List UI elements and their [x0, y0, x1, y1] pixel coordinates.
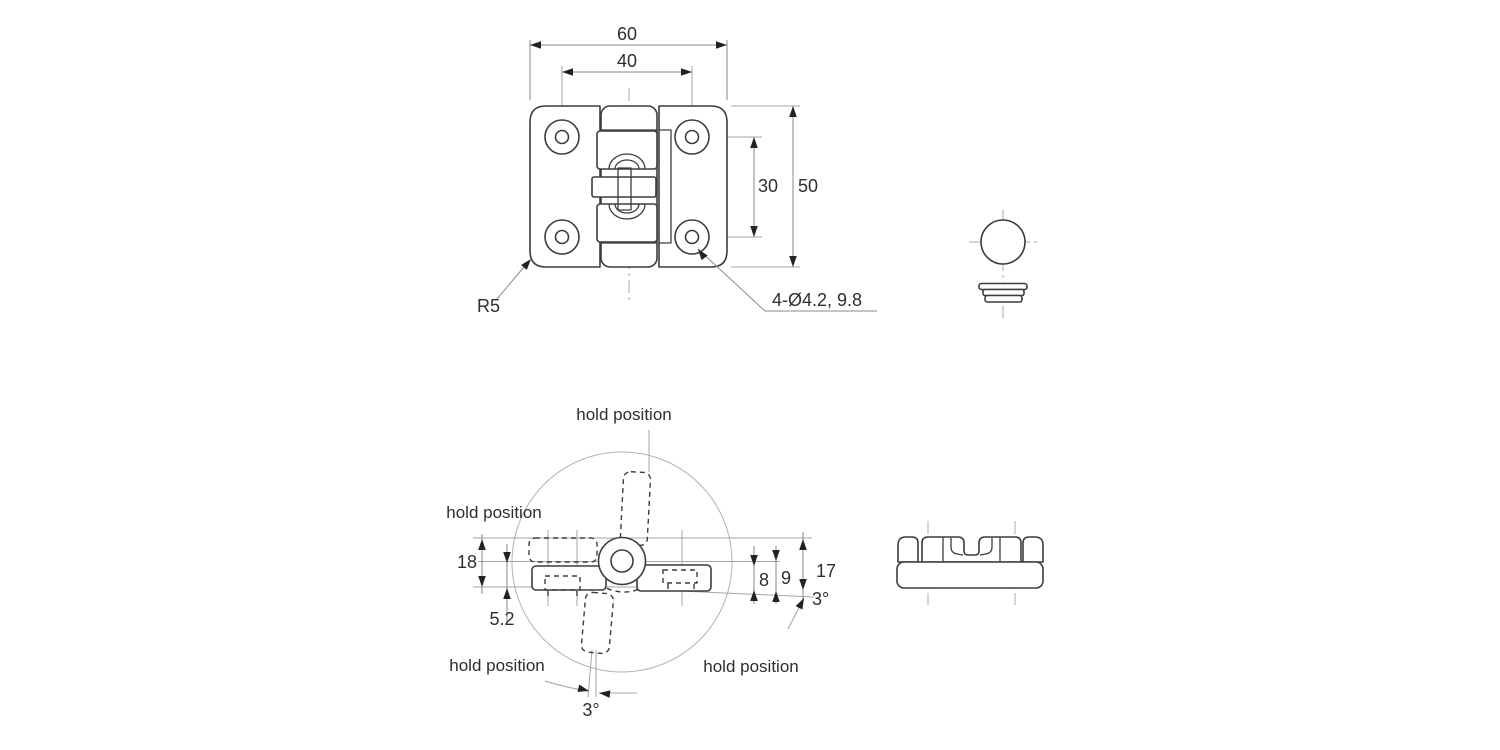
center-band: [591, 176, 657, 198]
upper-detent-arch: [608, 153, 646, 170]
solid-leaf-left: [531, 565, 607, 591]
leaf-hold-bottom: [580, 591, 615, 655]
hold-position-bottom-right-label: hold position: [703, 657, 798, 676]
hidden-slots: [544, 569, 698, 598]
leaf-hold-left: [528, 537, 598, 563]
dim-40-label: 40: [617, 51, 637, 71]
left-leaf-slot: [544, 575, 581, 591]
rotation-view: 18 5.2 8 9 17 3°: [446, 405, 836, 720]
castellation-detail-curves: [950, 538, 993, 556]
angle-3-bottom-label: 3°: [582, 700, 599, 720]
cap-rib-1: [982, 288, 1025, 297]
holes-note-label: 4-Ø4.2, 9.8: [772, 290, 862, 310]
corner-radius-label: R5: [477, 296, 500, 316]
angle-3-right: 3°: [795, 589, 829, 610]
lower-knuckle-block: [596, 203, 658, 243]
base-plate: [896, 561, 1044, 589]
dim-18-label: 18: [457, 552, 477, 572]
dim-9: 9: [772, 546, 791, 604]
slot-ticks: [547, 584, 695, 598]
castellation-divider-lines: [942, 537, 1001, 562]
leaf-hold-top: [619, 471, 652, 547]
right-leaf-knuckle-step: [659, 129, 672, 244]
end-block-left: [897, 536, 919, 563]
dim-60-label: 60: [617, 24, 637, 44]
dim-8-label: 8: [759, 570, 769, 590]
knuckle-cap-lines: [601, 129, 657, 244]
pivot-hole: [610, 549, 634, 573]
corner-radius-callout: R5: [477, 259, 531, 316]
dim-17-label: 17: [816, 561, 836, 581]
hinge-pin: [617, 167, 632, 211]
hold-position-left-label: hold position: [446, 503, 541, 522]
hold-position-bottom-left-label: hold position: [449, 656, 544, 675]
cap-flange: [978, 282, 1028, 291]
dim-50-label: 50: [798, 176, 818, 196]
angle-3-bottom: 3°: [577, 684, 611, 720]
hinge-top-view: 60 40 30 50 R5: [477, 24, 877, 316]
dim-18: 18: [457, 534, 486, 594]
dim-5-2: 5.2: [489, 544, 515, 629]
angle-3-right-label: 3°: [812, 589, 829, 609]
solid-leaf-right: [636, 564, 712, 592]
cap-top-circle: [980, 219, 1026, 265]
holes-callout: 4-Ø4.2, 9.8: [697, 248, 877, 312]
dim-9-label: 9: [781, 568, 791, 588]
mounting-holes: [544, 119, 710, 255]
right-leaf: [658, 105, 728, 268]
cap-view: [969, 210, 1037, 318]
knuckle-castellation: [921, 536, 1022, 563]
dim-8: 8: [750, 546, 769, 604]
dim-60: 60: [529, 24, 728, 100]
lower-detent-arch: [608, 203, 646, 220]
dim-5-2-label: 5.2: [489, 609, 514, 629]
dim-40: 40: [562, 51, 692, 76]
right-leaf-slot: [662, 569, 698, 584]
cap-rib-2: [984, 294, 1023, 303]
dim-30-label: 30: [758, 176, 778, 196]
hinge-side-view: [896, 521, 1044, 605]
end-block-right: [1022, 536, 1044, 563]
dim-30: 30: [750, 137, 778, 237]
hold-position-top-label: hold position: [576, 405, 671, 424]
dim-17: 17: [799, 532, 836, 600]
dim-50: 50: [789, 106, 818, 267]
upper-knuckle-block: [596, 130, 658, 170]
